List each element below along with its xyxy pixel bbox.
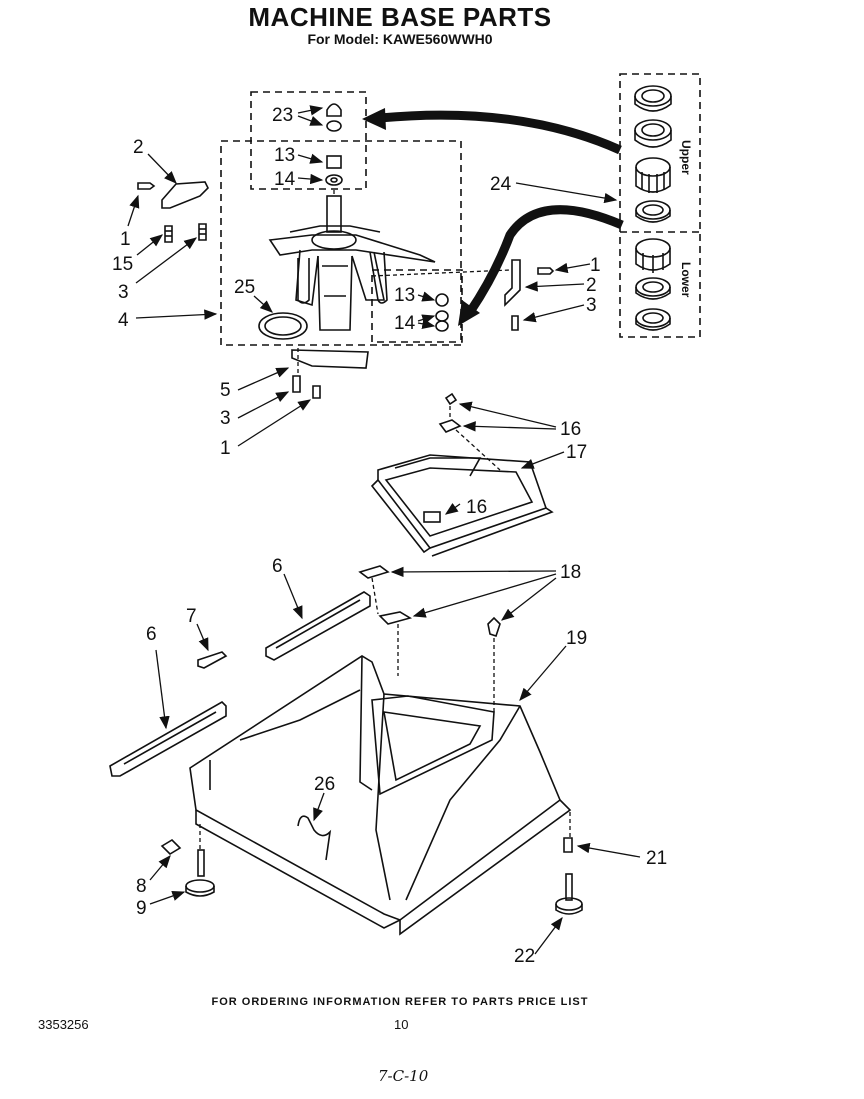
right-bracket-hardware bbox=[504, 259, 555, 331]
page-title: MACHINE BASE PARTS bbox=[248, 2, 552, 32]
handwritten-code: 7-C-10 bbox=[378, 1067, 429, 1085]
callout-6-upper: 6 bbox=[272, 556, 283, 577]
callout-13-upper: 13 bbox=[274, 145, 295, 166]
callout-17: 17 bbox=[566, 442, 587, 463]
callout-9: 9 bbox=[136, 898, 147, 919]
transmission-group-box bbox=[220, 140, 462, 346]
lower-bearings-stack bbox=[435, 293, 449, 332]
callout-18: 18 bbox=[560, 562, 581, 583]
rear-leveling-leg bbox=[555, 837, 583, 915]
ordering-note: FOR ORDERING INFORMATION REFER TO PARTS … bbox=[211, 996, 589, 1008]
callout-1-left: 1 bbox=[120, 229, 131, 250]
callout-24: 24 bbox=[490, 174, 512, 195]
lower-kit-arrow bbox=[466, 205, 624, 315]
callout-14-lower: 14 bbox=[394, 313, 416, 334]
suspension-pads bbox=[358, 565, 501, 638]
left-brace bbox=[109, 701, 227, 777]
upper-kit-label: Upper bbox=[679, 140, 693, 175]
callout-6-left: 6 bbox=[146, 624, 157, 645]
bearing-kit-box bbox=[619, 73, 701, 338]
callout-26: 26 bbox=[314, 774, 335, 795]
top-bearings-stack bbox=[325, 103, 343, 186]
seal-ring bbox=[258, 312, 308, 340]
leader-lines bbox=[127, 105, 641, 955]
left-bracket-hardware bbox=[137, 181, 209, 243]
upper-kit-arrow bbox=[379, 110, 622, 155]
wire-bracket bbox=[297, 815, 332, 861]
callout-7: 7 bbox=[186, 606, 197, 627]
callout-1-right: 1 bbox=[590, 255, 601, 276]
lower-bracket bbox=[291, 349, 369, 369]
lower-kit-label: Lower bbox=[679, 262, 693, 298]
callout-3-left: 3 bbox=[118, 282, 129, 303]
document-number: 3353256 bbox=[38, 1017, 89, 1032]
model-subtitle: For Model: KAWE560WWH0 bbox=[307, 31, 493, 47]
front-leveling-leg bbox=[160, 838, 215, 897]
callout-1-lower: 1 bbox=[220, 438, 231, 459]
callout-2-left: 2 bbox=[133, 137, 144, 158]
callout-14-upper: 14 bbox=[274, 169, 296, 190]
callout-16-frame: 16 bbox=[466, 497, 487, 518]
callout-25: 25 bbox=[234, 277, 255, 298]
callout-3-right: 3 bbox=[586, 295, 597, 316]
upper-brace bbox=[265, 591, 371, 661]
clip bbox=[197, 651, 228, 669]
transmission-mount bbox=[268, 195, 436, 331]
base-frame bbox=[189, 655, 572, 936]
callout-8: 8 bbox=[136, 876, 147, 897]
callout-5: 5 bbox=[220, 380, 231, 401]
callout-2-right: 2 bbox=[586, 275, 597, 296]
callout-15: 15 bbox=[112, 254, 133, 275]
suspension-frame bbox=[370, 392, 554, 557]
callout-19: 19 bbox=[566, 628, 587, 649]
callout-13-lower: 13 bbox=[394, 285, 415, 306]
callout-22: 22 bbox=[514, 946, 535, 967]
callout-21: 21 bbox=[646, 848, 667, 869]
lower-bearing-set bbox=[635, 238, 671, 331]
callout-labels: 2 1 15 3 4 23 13 14 24 25 13 14 1 2 3 5 … bbox=[112, 105, 693, 967]
callout-16-top: 16 bbox=[560, 419, 581, 440]
callout-3-lower: 3 bbox=[220, 408, 231, 429]
upper-bearing-set bbox=[634, 85, 672, 223]
callout-4: 4 bbox=[118, 310, 129, 331]
callout-23: 23 bbox=[272, 105, 293, 126]
page-number: 10 bbox=[394, 1017, 409, 1032]
